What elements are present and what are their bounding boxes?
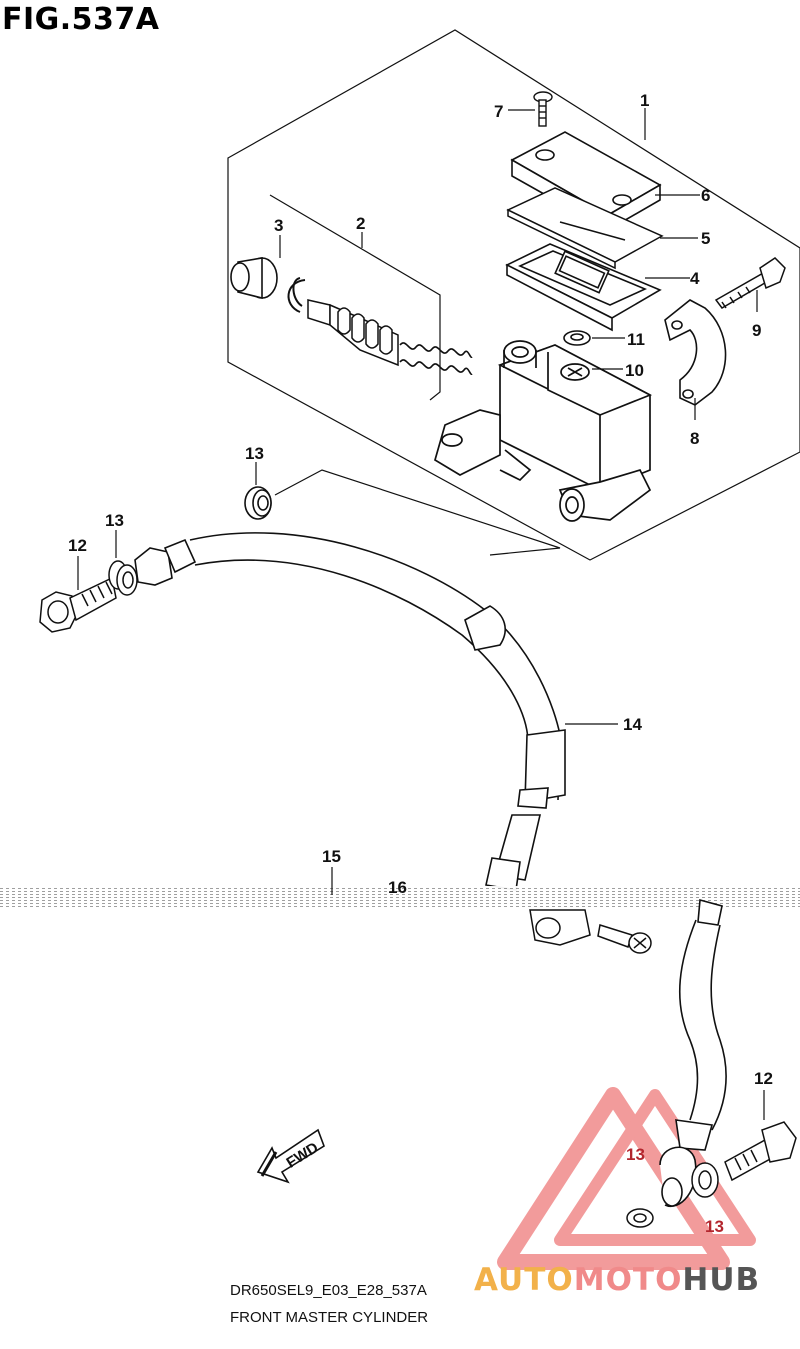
washer-11-icon xyxy=(563,330,591,346)
figure-name: FRONT MASTER CYLINDER xyxy=(230,1309,429,1326)
brake-hose-14-icon xyxy=(134,532,566,891)
bolt-lower-icon xyxy=(597,924,652,954)
assembly-outline xyxy=(227,29,800,561)
scan-band xyxy=(0,886,800,908)
callout-6: 6 xyxy=(701,186,710,205)
washer-13-upper-icon xyxy=(244,486,272,520)
callout-13-upper: 13 xyxy=(245,444,264,463)
callout-7: 7 xyxy=(494,102,503,121)
model-code: DR650SEL9_E03_E28_537A xyxy=(230,1282,427,1299)
piston-2-icon xyxy=(307,299,399,367)
brake-hose-lower-icon xyxy=(659,898,727,1208)
callout-9: 9 xyxy=(752,321,761,340)
leader-lines xyxy=(77,108,765,1120)
hose-clamp-lower-icon xyxy=(529,909,591,946)
fwd-arrow-icon: FWD xyxy=(256,1128,325,1184)
callout-3: 3 xyxy=(274,216,283,235)
callout-13-lower-right: 13 xyxy=(705,1217,724,1236)
figure-title: FIG.537A xyxy=(2,2,160,37)
callout-12-lower: 12 xyxy=(754,1069,773,1088)
callout-5: 5 xyxy=(701,229,710,248)
callout-4: 4 xyxy=(690,269,700,288)
master-cylinder-body-icon xyxy=(434,340,653,522)
group-bracket-2 xyxy=(269,194,441,401)
group-bracket-13 xyxy=(274,469,561,556)
callout-16: 16 xyxy=(388,878,407,897)
reservoir-plate-5-icon xyxy=(506,187,664,270)
watermark-auto: AUTO xyxy=(474,1262,574,1298)
callout-14: 14 xyxy=(623,715,642,734)
diaphragm-4-icon xyxy=(505,243,662,332)
banjo-bolt-12-upper-icon xyxy=(39,576,117,633)
callout-12-upper: 12 xyxy=(68,536,87,555)
clamp-8-icon xyxy=(664,299,727,406)
callout-1: 1 xyxy=(640,91,649,110)
callout-11: 11 xyxy=(627,330,645,349)
bolt-9-icon xyxy=(714,257,786,309)
washer-13-lower-icon xyxy=(626,1162,719,1228)
screw-7-icon xyxy=(533,91,553,127)
watermark-hub: HUB xyxy=(682,1262,761,1298)
callout-13-left: 13 xyxy=(105,511,124,530)
banjo-bolt-12-lower-icon xyxy=(724,1121,797,1182)
spring-icon xyxy=(399,342,473,375)
watermark-text: AUTOMOTOHUB xyxy=(474,1262,760,1298)
callout-2: 2 xyxy=(356,214,365,233)
watermark-moto: MOTO xyxy=(573,1262,683,1298)
callout-10: 10 xyxy=(625,361,644,380)
callout-15: 15 xyxy=(322,847,341,866)
callout-8: 8 xyxy=(690,429,699,448)
washer-13-left-icon xyxy=(108,560,138,596)
piston-boot-3-icon xyxy=(230,257,278,300)
callout-13-lower-left: 13 xyxy=(626,1145,645,1164)
snap-ring-icon xyxy=(287,277,306,313)
